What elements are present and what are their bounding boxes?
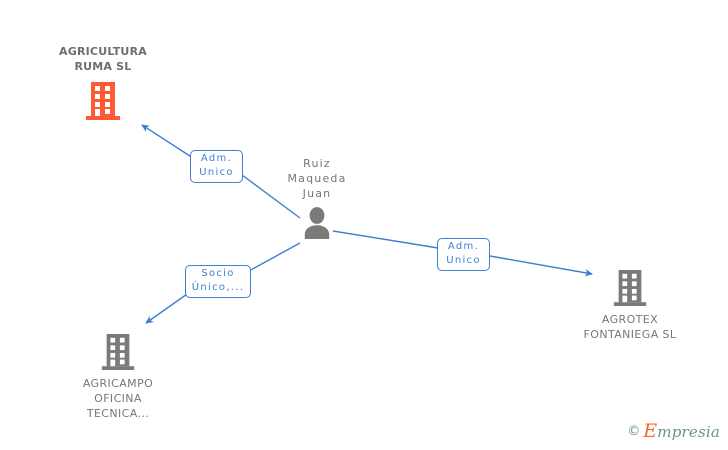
edge-label-adm-unico-main[interactable]: Adm. Unico — [190, 150, 243, 183]
node-person[interactable]: Ruiz Maqueda Juan — [272, 156, 362, 242]
edge-label-line-2: Unico — [446, 255, 481, 266]
edge-line-admbox-to-main-company — [141, 124, 194, 159]
node-main-company[interactable]: AGRICULTURA RUMA SL — [48, 44, 158, 122]
edge-line-person-to-admbox-right — [332, 230, 439, 249]
edge-line-person-to-sociobox — [246, 242, 301, 273]
building-icon — [48, 74, 158, 122]
brand-name: Empresia — [643, 420, 720, 442]
edge-label-line-2: Unico — [199, 167, 234, 178]
node-company-agricampo[interactable]: AGRICAMPO OFICINA TECNICA... — [62, 332, 174, 421]
building-icon — [565, 268, 695, 308]
watermark: © Empresia — [627, 420, 720, 442]
edge-line-admbox-to-agrotex — [489, 255, 593, 277]
edge-label-line-1: Adm. — [447, 241, 480, 252]
edge-label-line-2: Único,... — [191, 282, 245, 293]
building-icon — [62, 332, 174, 372]
edge-label-line-1: Socio — [201, 268, 235, 279]
edge-line-sociobox-to-agricampo — [145, 291, 191, 324]
node-company-agrotex-label: AGROTEX FONTANIEGA SL — [583, 313, 677, 341]
node-main-company-label: AGRICULTURA RUMA SL — [59, 45, 147, 73]
node-person-label: Ruiz Maqueda Juan — [287, 157, 347, 200]
copyright-icon: © — [627, 423, 641, 439]
node-company-agrotex[interactable]: AGROTEX FONTANIEGA SL — [565, 268, 695, 342]
brand-rest: mpresia — [657, 423, 720, 441]
person-icon — [272, 201, 362, 242]
edge-line-person-to-admbox-left — [241, 174, 301, 219]
edge-label-adm-unico-agrotex[interactable]: Adm. Unico — [437, 238, 490, 271]
node-company-agricampo-label: AGRICAMPO OFICINA TECNICA... — [82, 377, 154, 420]
brand-initial: E — [643, 420, 658, 442]
edge-label-line-1: Adm. — [200, 153, 233, 164]
edge-label-socio-unico[interactable]: Socio Único,... — [185, 265, 251, 298]
